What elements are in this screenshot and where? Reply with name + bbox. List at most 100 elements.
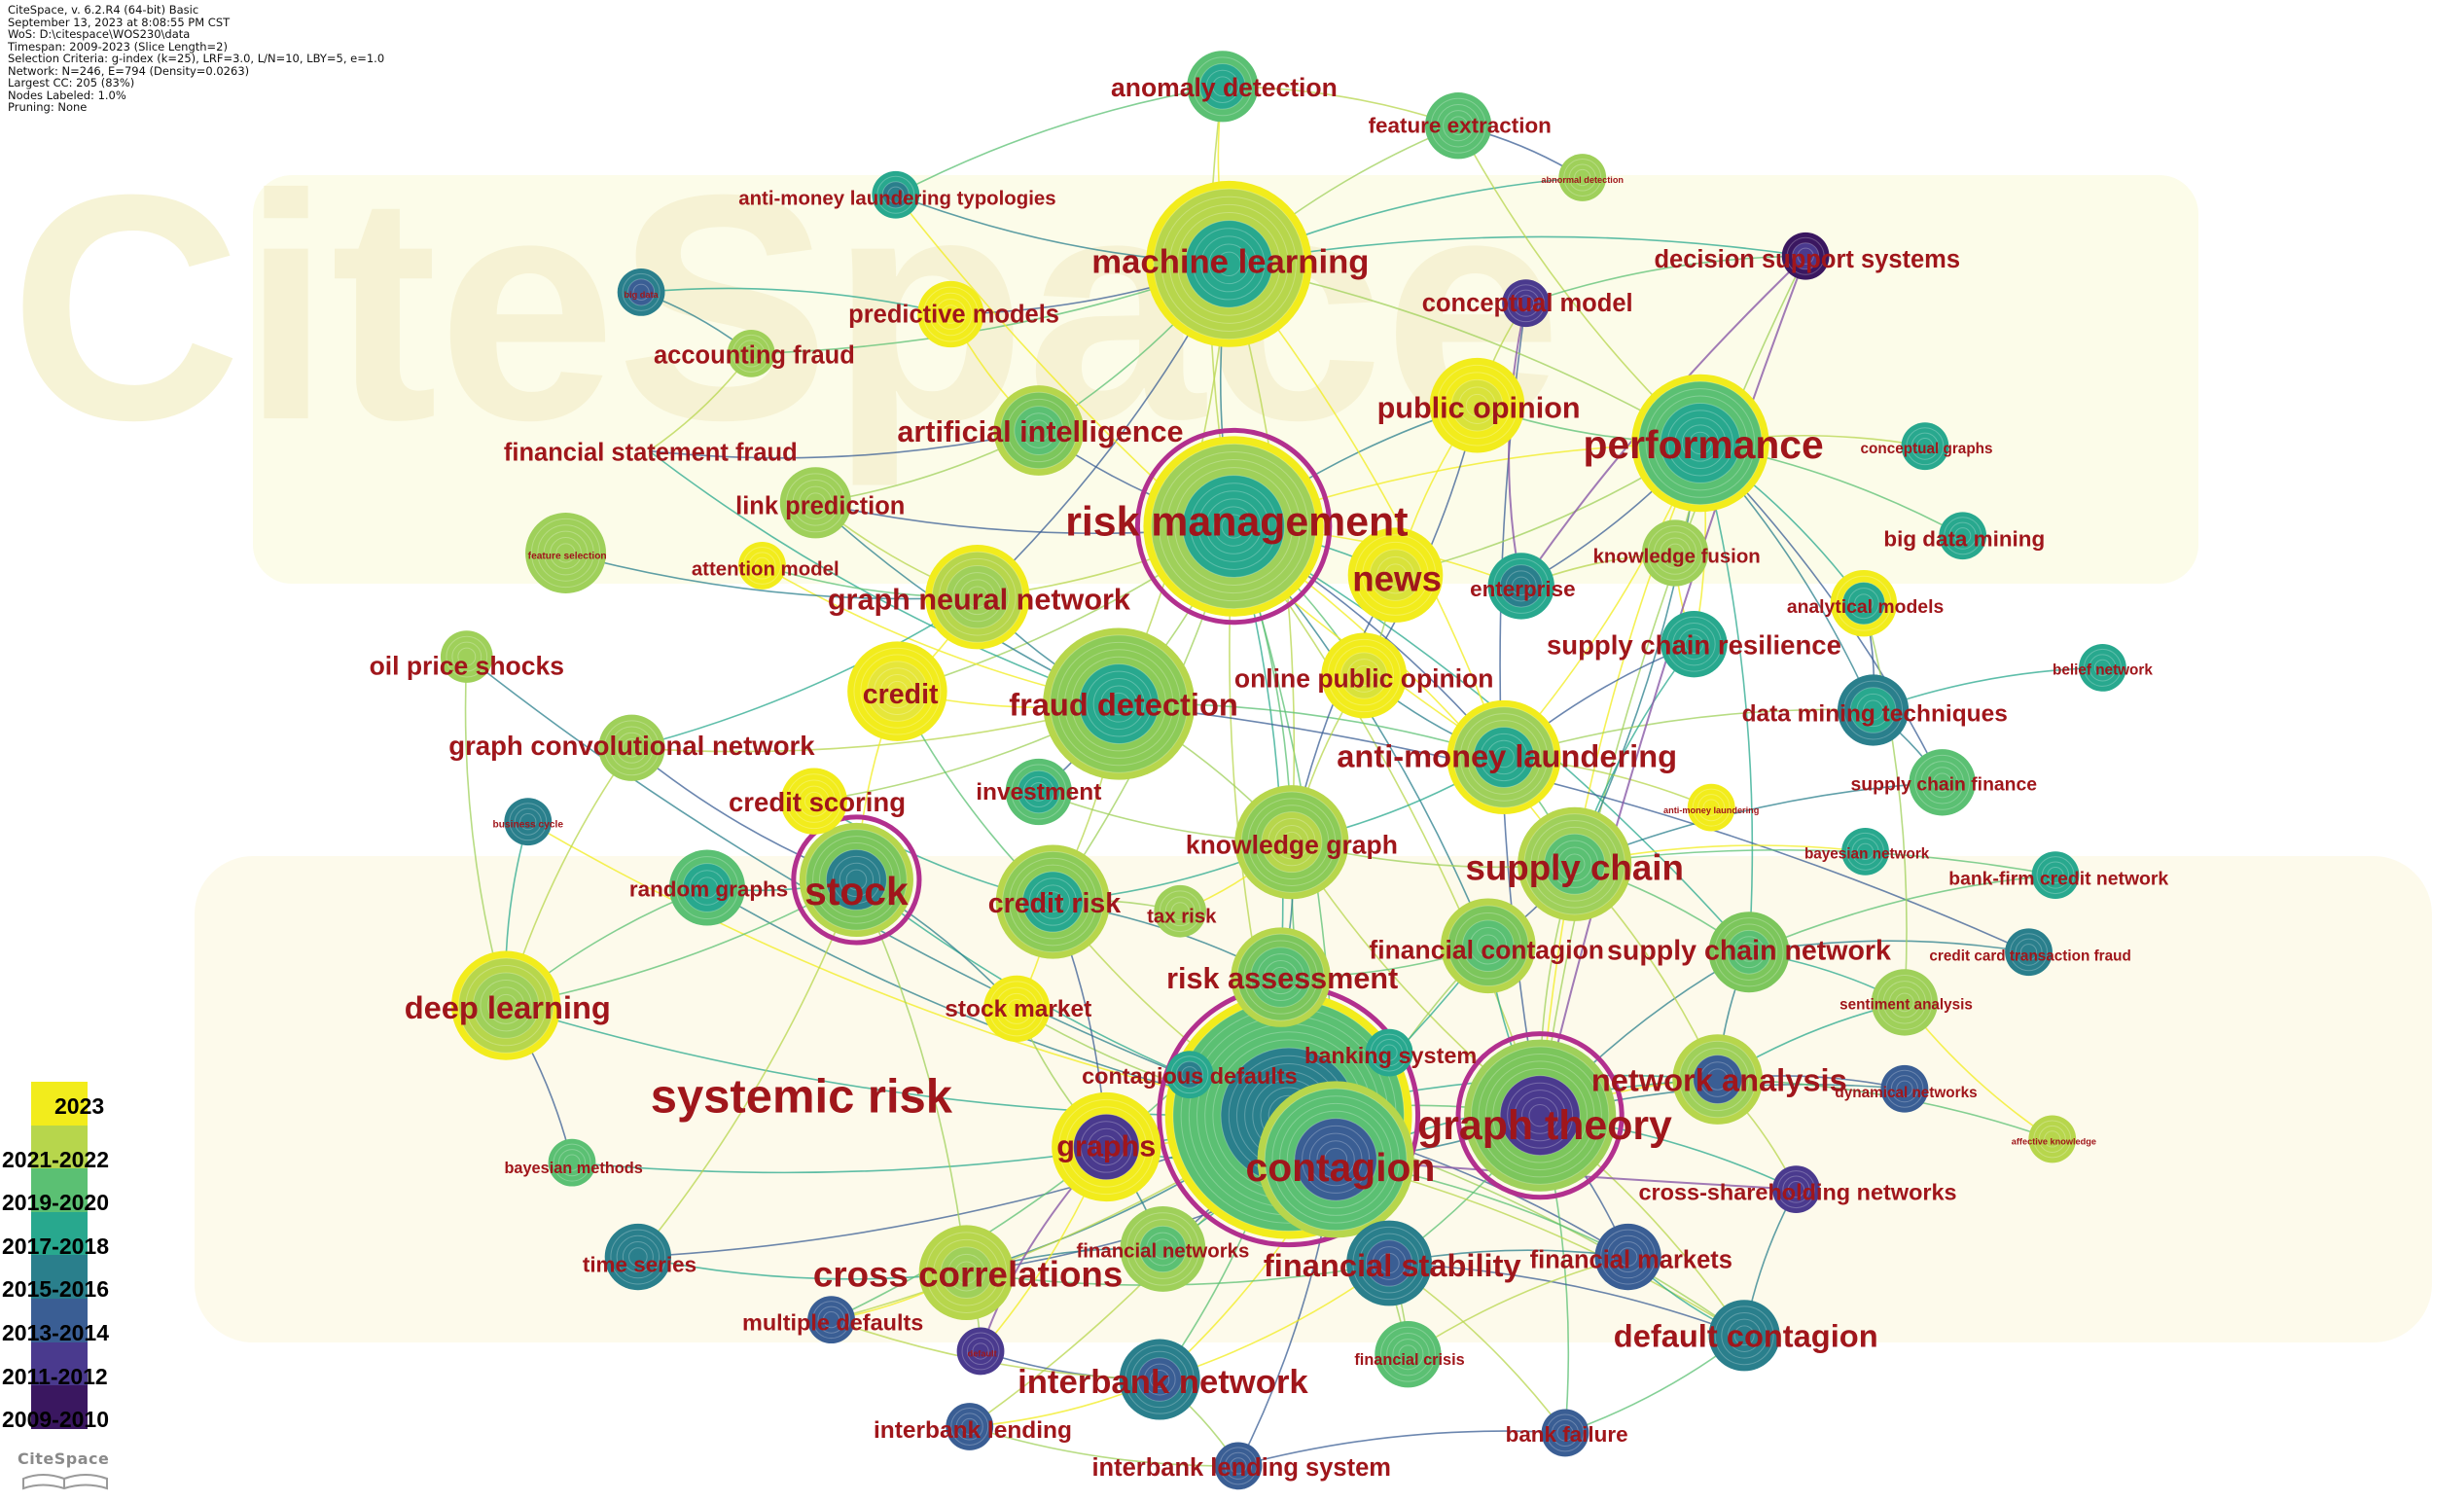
node-credit[interactable] <box>847 641 947 741</box>
node-bdm[interactable] <box>1939 512 1987 560</box>
node-kg[interactable] <box>1234 785 1349 900</box>
node-cs[interactable] <box>780 768 847 835</box>
node-label-amlt: anti-money laundering typologies <box>738 189 1055 210</box>
node-label-ml: machine learning <box>1091 243 1369 280</box>
network-edge <box>637 879 858 1258</box>
meta-line: WoS: D:\citespace\WOS230\data <box>8 27 191 41</box>
node-ccor[interactable] <box>918 1225 1015 1321</box>
node-gt[interactable] <box>1455 1031 1625 1200</box>
node-pm[interactable] <box>917 280 984 348</box>
node-label-sr: systemic risk <box>651 1070 953 1123</box>
node-label-cg: conceptual graphs <box>1861 441 1993 457</box>
node-md[interactable] <box>807 1296 855 1344</box>
node-lp[interactable] <box>779 467 852 539</box>
node-bn[interactable] <box>1841 827 1889 876</box>
node-ops[interactable] <box>440 630 493 683</box>
node-label-pm: predictive models <box>848 301 1059 328</box>
node-inv[interactable] <box>1005 758 1072 826</box>
node-fd[interactable] <box>1043 627 1196 780</box>
node-label-fn: financial networks <box>1076 1241 1249 1263</box>
node-st[interactable] <box>791 814 922 946</box>
node-dc[interactable] <box>1708 1300 1780 1372</box>
node-bfcn[interactable] <box>2031 851 2080 899</box>
node-gcn[interactable] <box>598 714 665 781</box>
node-cr[interactable] <box>995 844 1110 959</box>
node-bm[interactable] <box>548 1138 596 1187</box>
node-label-po: public opinion <box>1377 392 1581 425</box>
node-label-gcn: graph convolutional network <box>448 731 815 761</box>
node-cd[interactable] <box>1165 1051 1214 1099</box>
node-fn[interactable] <box>1120 1206 1206 1292</box>
node-beln[interactable] <box>2079 644 2126 692</box>
node-kf[interactable] <box>1641 519 1709 587</box>
node-fcr[interactable] <box>1375 1321 1442 1388</box>
node-ra[interactable] <box>1231 927 1331 1027</box>
node-label-scr: supply chain resilience <box>1547 630 1841 661</box>
node-sc[interactable] <box>1518 806 1632 921</box>
node-fc[interactable] <box>1441 898 1536 994</box>
node-na[interactable] <box>1672 1034 1764 1125</box>
node-label-dl: deep learning <box>405 989 611 1025</box>
node-abd[interactable] <box>1558 154 1607 201</box>
node-cctf[interactable] <box>2005 928 2053 977</box>
node-fsel[interactable] <box>525 513 607 593</box>
node-dss[interactable] <box>1781 232 1830 280</box>
node-dl[interactable] <box>451 950 561 1060</box>
node-dflt[interactable] <box>956 1327 1005 1376</box>
node-scr[interactable] <box>1661 611 1728 678</box>
node-bf[interactable] <box>1541 1409 1589 1457</box>
node-opo[interactable] <box>1321 632 1408 719</box>
node-akn[interactable] <box>2028 1115 2077 1163</box>
node-pf[interactable] <box>1631 374 1769 513</box>
node-label-cctf: credit card transaction fraud <box>1929 948 2130 965</box>
node-dmt[interactable] <box>1837 674 1910 746</box>
node-ad[interactable] <box>1187 51 1259 123</box>
node-cm[interactable] <box>1502 279 1550 328</box>
node-dn[interactable] <box>1880 1064 1929 1113</box>
node-label-bf: bank failure <box>1506 1422 1628 1447</box>
node-scf[interactable] <box>1909 749 1976 816</box>
node-gnn[interactable] <box>925 545 1030 650</box>
node-label-cshn: cross-shareholding networks <box>1638 1180 1956 1205</box>
node-ml[interactable] <box>1145 180 1312 347</box>
legend-label: 2011-2012 <box>2 1363 108 1389</box>
node-label-fm: financial markets <box>1530 1247 1732 1274</box>
node-ent[interactable] <box>1487 553 1554 620</box>
analysis-parameters: CiteSpace, v. 6.2.R4 (64-bit) Basic Sept… <box>8 4 384 114</box>
node-cshn[interactable] <box>1772 1165 1820 1214</box>
node-ils[interactable] <box>1214 1442 1263 1490</box>
node-ts[interactable] <box>604 1223 672 1291</box>
node-news[interactable] <box>1347 527 1444 623</box>
node-il[interactable] <box>946 1403 994 1450</box>
node-bd[interactable] <box>617 268 665 316</box>
node-bc[interactable] <box>504 798 553 846</box>
node-label-scf: supply chain finance <box>1851 774 2038 796</box>
node-ai[interactable] <box>993 385 1085 476</box>
node-rg[interactable] <box>668 849 745 926</box>
node-aml[interactable] <box>1446 699 1561 815</box>
node-ib[interactable] <box>1119 1339 1200 1420</box>
node-tax[interactable] <box>1154 884 1207 938</box>
node-scn[interactable] <box>1708 912 1790 993</box>
node-ct[interactable] <box>1257 1081 1414 1238</box>
legend-label: 2021-2022 <box>2 1146 109 1172</box>
node-rm[interactable] <box>1134 427 1333 626</box>
node-fe[interactable] <box>1424 92 1492 160</box>
node-fs[interactable] <box>1346 1220 1432 1306</box>
legend-swatch <box>31 1298 88 1342</box>
legend-swatch <box>31 1082 88 1126</box>
node-label-dss: decision support systems <box>1654 246 1960 273</box>
node-aml2[interactable] <box>1687 783 1735 832</box>
node-po[interactable] <box>1429 357 1525 453</box>
node-amlt[interactable] <box>872 170 920 219</box>
node-cg[interactable] <box>1901 422 1949 471</box>
node-am2[interactable] <box>1830 570 1898 637</box>
node-fm[interactable] <box>1594 1223 1661 1291</box>
node-label-bn: bayesian network <box>1804 846 1930 863</box>
node-sm[interactable] <box>983 975 1051 1043</box>
node-af[interactable] <box>727 329 775 377</box>
node-graphs[interactable] <box>1052 1091 1161 1202</box>
node-am[interactable] <box>738 542 786 590</box>
node-sa[interactable] <box>1871 969 1939 1036</box>
node-bs[interactable] <box>1365 1028 1413 1077</box>
